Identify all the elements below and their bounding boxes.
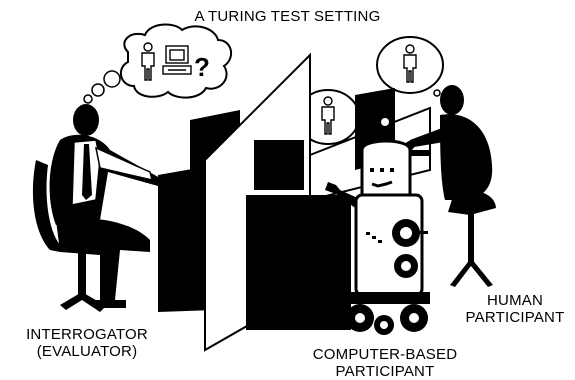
computer-participant-label: COMPUTER-BASED PARTICIPANT [300,346,470,380]
interrogator-figure [32,104,161,312]
person-icon [141,42,155,81]
interrogator-label-line2: (EVALUATOR) [36,343,138,360]
robot-figure [325,112,430,335]
question-mark-icon: ? [194,52,210,82]
interrogator-label: INTERROGATOR (EVALUATOR) [2,326,172,360]
computer-label-line2: PARTICIPANT [335,363,435,380]
human-participant-label: HUMAN PARTICIPANT [455,292,575,326]
person-icon [403,44,417,83]
computer-desk [246,140,351,330]
person-icon [321,96,335,135]
computer-label-line1: COMPUTER-BASED [312,346,458,363]
interrogator-label-line1: INTERROGATOR [26,326,148,343]
human-participant-figure [404,85,496,287]
human-label-line1: HUMAN [487,292,543,309]
human-label-line2: PARTICIPANT [465,309,565,326]
human-thought-bubble [376,36,448,104]
interrogator-thought-bubble: ? [83,23,233,104]
computer-icon [162,45,192,75]
diagram-title: A TURING TEST SETTING [194,8,381,25]
